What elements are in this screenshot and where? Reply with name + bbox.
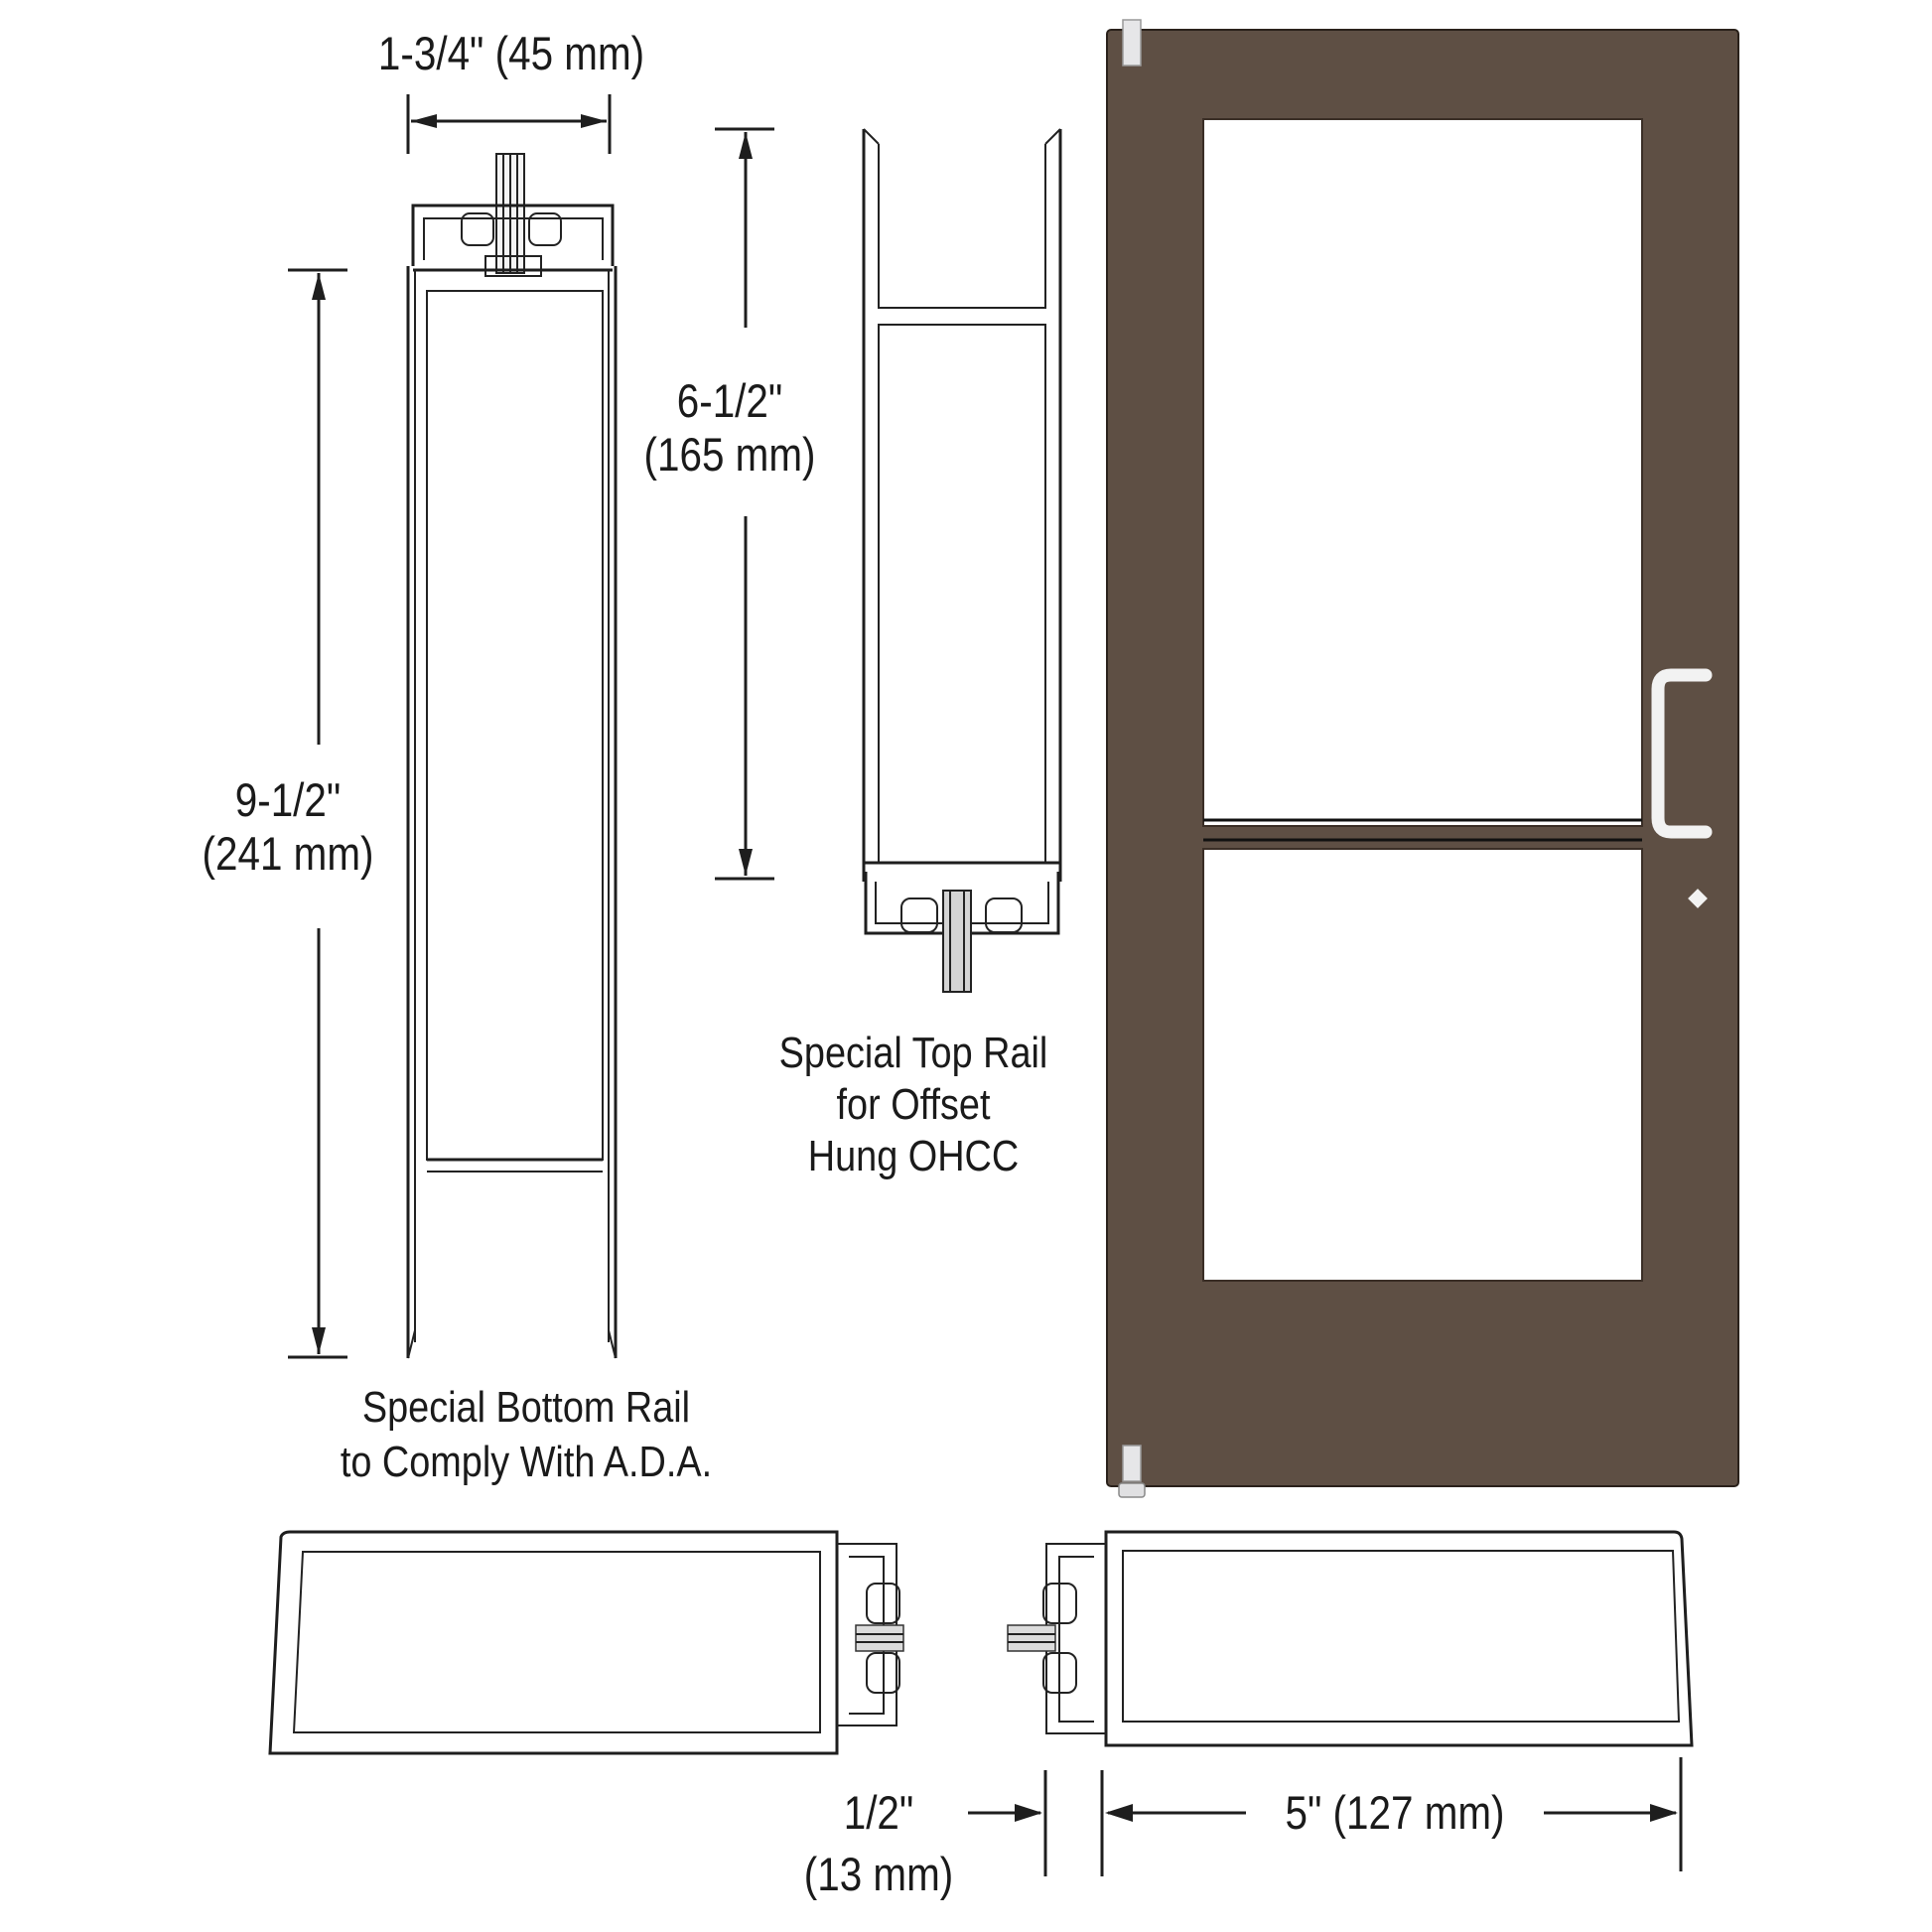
top-rail-profile [862, 128, 1062, 993]
top-rail-caption-line2: for Offset [836, 1080, 991, 1129]
stile-depth-dimension-line [406, 94, 612, 154]
top-rail-height-dimension-line [715, 127, 774, 881]
stile-depth-label: 1-3/4" (45 mm) [377, 27, 645, 79]
bottom-rail-height-inches-label: 9-1/2" [234, 773, 342, 826]
stile-width-dimension-line [1105, 1757, 1683, 1871]
glass-offset-mm-label: (13 mm) [803, 1848, 954, 1900]
stile-width-label: 5" (127 mm) [1285, 1786, 1505, 1839]
bottom-rail-caption-line2: to Comply With A.D.A. [340, 1438, 713, 1486]
top-rail-height-mm-label: (165 mm) [643, 428, 816, 481]
stile-plan-section-left [268, 1530, 904, 1755]
top-rail-height-inches-label: 6-1/2" [676, 374, 783, 427]
bottom-rail-height-dimension-line [288, 268, 347, 1359]
top-rail-caption-line1: Special Top Rail [778, 1029, 1048, 1077]
top-rail-caption-line3: Hung OHCC [807, 1132, 1020, 1180]
door-elevation [1106, 19, 1739, 1498]
bottom-rail-height-mm-label: (241 mm) [202, 827, 374, 880]
glass-offset-inches-label: 1/2" [843, 1786, 914, 1839]
glass-offset-dimension-line [968, 1770, 1104, 1876]
bottom-rail-profile [406, 153, 618, 1359]
stile-plan-section-right [1007, 1530, 1694, 1747]
bottom-rail-caption-line1: Special Bottom Rail [361, 1383, 691, 1432]
